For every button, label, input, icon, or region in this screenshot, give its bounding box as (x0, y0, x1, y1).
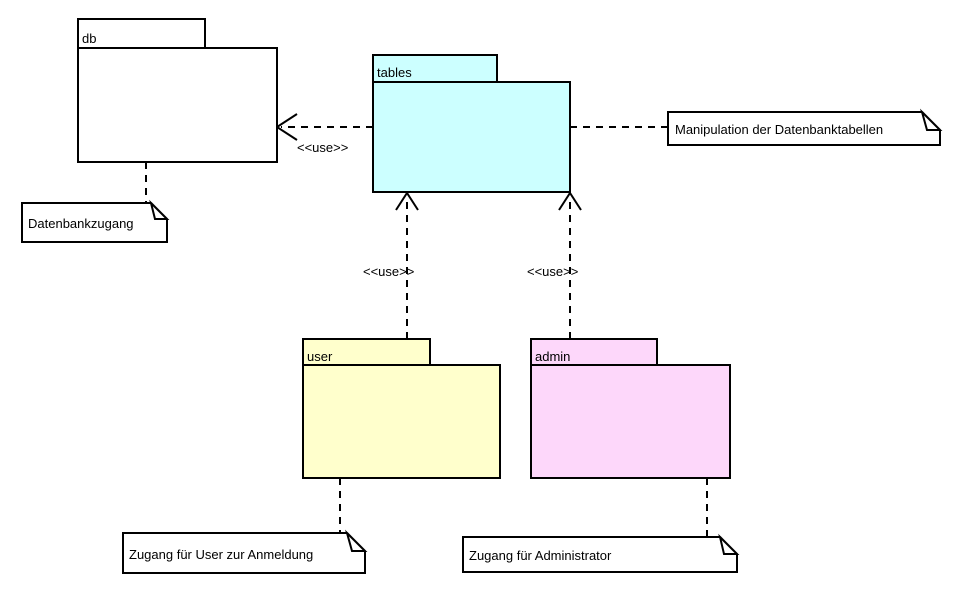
edge-user-to-tables: <<use>> (363, 191, 419, 339)
package-db-body[interactable] (77, 47, 278, 163)
package-user-tab[interactable] (302, 338, 431, 366)
note-text: Manipulation der Datenbanktabellen (675, 122, 883, 137)
note-zugang-user[interactable]: Zugang für User zur Anmeldung (122, 529, 368, 574)
package-admin-tab[interactable] (530, 338, 658, 366)
note-manipulation[interactable]: Manipulation der Datenbanktabellen (667, 108, 943, 146)
package-db-tab[interactable] (77, 18, 206, 49)
note-shape[interactable] (462, 536, 738, 573)
note-zugang-admin[interactable]: Zugang für Administrator (462, 533, 740, 573)
note-text: Datenbankzugang (28, 216, 134, 231)
package-db[interactable]: db (77, 18, 278, 163)
edge-tables-to-db: <<use>> (275, 113, 373, 155)
note-shape[interactable] (122, 532, 366, 574)
note-text: Zugang für User zur Anmeldung (129, 547, 313, 562)
note-fold-icon (920, 108, 943, 131)
note-text: Zugang für Administrator (469, 548, 612, 563)
edge-admin-to-tables: <<use>> (527, 191, 582, 339)
note-datenbankzugang[interactable]: Datenbankzugang (21, 199, 170, 243)
package-admin-label: admin (535, 349, 570, 364)
use-stereotype-label: <<use>> (297, 140, 348, 155)
use-stereotype-label: <<use>> (363, 264, 414, 279)
package-tables-body[interactable] (372, 81, 571, 193)
package-user[interactable]: user (302, 338, 501, 479)
package-user-body[interactable] (302, 364, 501, 479)
note-shape[interactable] (667, 111, 941, 146)
package-user-label: user (307, 349, 333, 364)
package-db-label: db (82, 31, 96, 46)
package-tables[interactable]: tables (372, 54, 571, 193)
package-admin-body[interactable] (530, 364, 731, 479)
note-fold-icon (718, 533, 740, 555)
package-admin[interactable]: admin (530, 338, 731, 479)
note-fold-icon (149, 199, 170, 220)
use-stereotype-label: <<use>> (527, 264, 578, 279)
note-shape[interactable] (21, 202, 168, 243)
package-tables-label: tables (377, 65, 412, 80)
note-fold-icon (345, 529, 368, 552)
